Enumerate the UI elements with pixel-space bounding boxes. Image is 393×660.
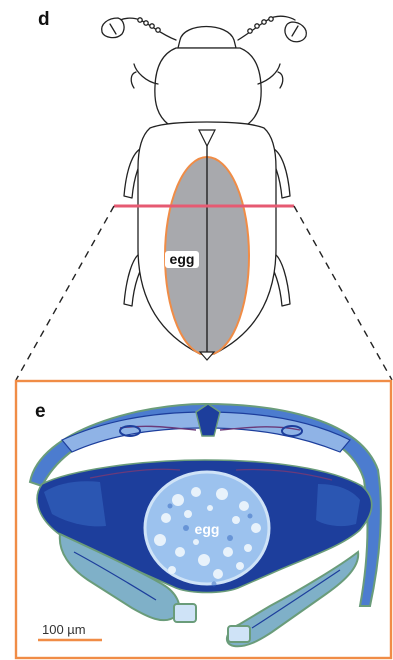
beetle-head (178, 27, 236, 49)
beetle-pronotum (155, 48, 261, 124)
egg-label-d: egg (170, 251, 195, 267)
antenna-left (102, 18, 176, 40)
egg-label-e: egg (195, 521, 220, 537)
panel-e: e (16, 381, 391, 658)
abdomen-tip (200, 352, 214, 360)
leg-front-left (131, 64, 158, 88)
panel-e-label: e (35, 401, 46, 422)
scale-bar-label: 100 µm (42, 622, 86, 637)
antenna-right (238, 16, 306, 42)
panel-d-label: d (38, 9, 50, 30)
panel-d: d (38, 9, 306, 360)
